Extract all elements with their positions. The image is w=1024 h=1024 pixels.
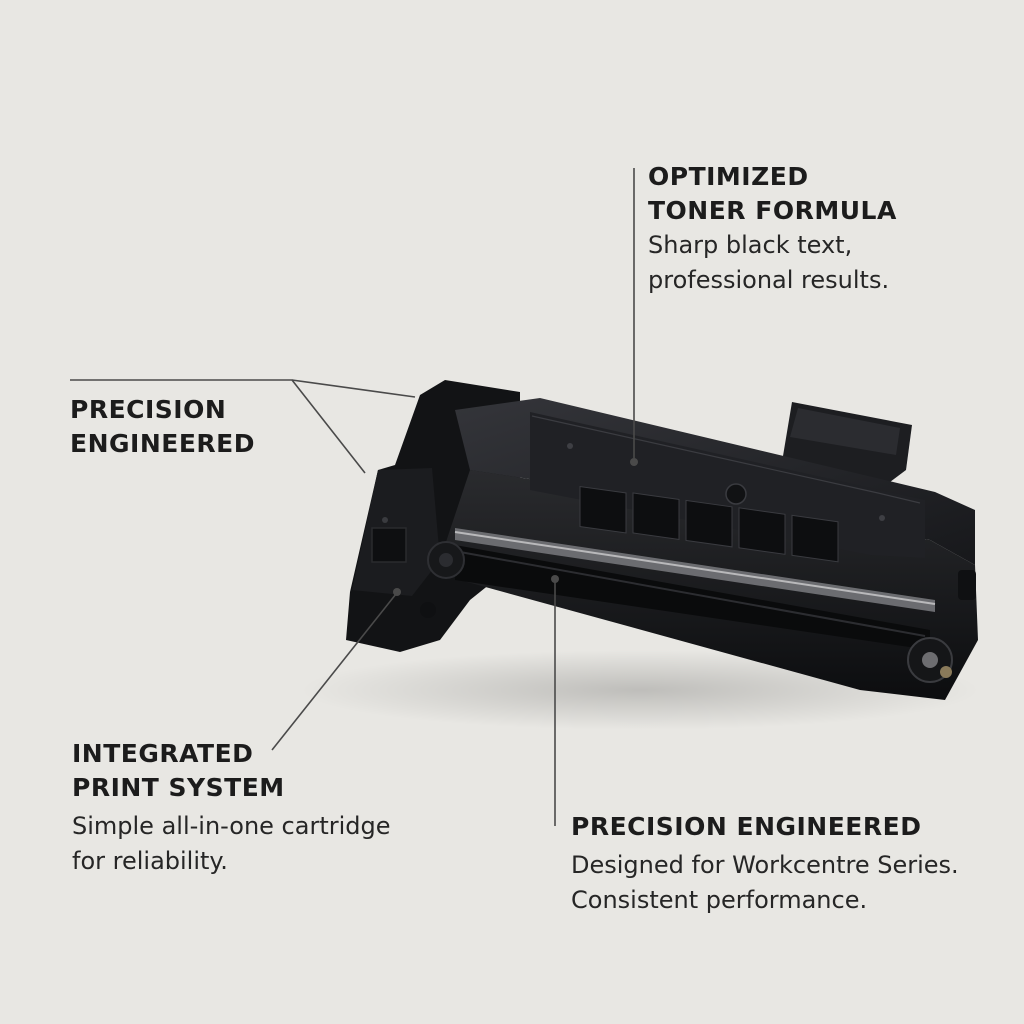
callout-heading-line1: INTEGRATED <box>72 739 254 768</box>
leader-integrated <box>271 593 397 751</box>
callout-precision-engineered-left: PRECISION ENGINEERED <box>70 393 255 461</box>
callout-text-line1: Simple all-in-one cartridge <box>72 812 391 840</box>
callout-text-line1: Designed for Workcentre Series. <box>571 851 959 879</box>
leader-dot-toner <box>630 458 638 466</box>
callout-heading: PRECISION ENGINEERED <box>571 812 922 841</box>
leader-dot-precision-bottom <box>551 575 559 583</box>
leader-dot-integrated <box>393 588 401 596</box>
callout-heading-line1: OPTIMIZED <box>648 162 809 191</box>
callout-heading-line2: TONER FORMULA <box>648 196 897 225</box>
callout-integrated-print-system: INTEGRATED PRINT SYSTEM Simple all-in-on… <box>72 737 391 879</box>
callout-text-line2: professional results. <box>648 266 890 294</box>
callout-precision-engineered-bottom: PRECISION ENGINEERED Designed for Workce… <box>571 810 959 918</box>
callout-text-line1: Sharp black text, <box>648 231 853 259</box>
callout-heading-line2: PRINT SYSTEM <box>72 773 285 802</box>
callout-heading-line1: PRECISION <box>70 395 227 424</box>
callout-text-line2: for reliability. <box>72 847 228 875</box>
callout-heading-line2: ENGINEERED <box>70 429 255 458</box>
callout-text-line2: Consistent performance. <box>571 886 868 914</box>
callout-toner-formula: OPTIMIZED TONER FORMULA Sharp black text… <box>648 160 897 298</box>
leader-precision-left-top <box>291 379 416 398</box>
